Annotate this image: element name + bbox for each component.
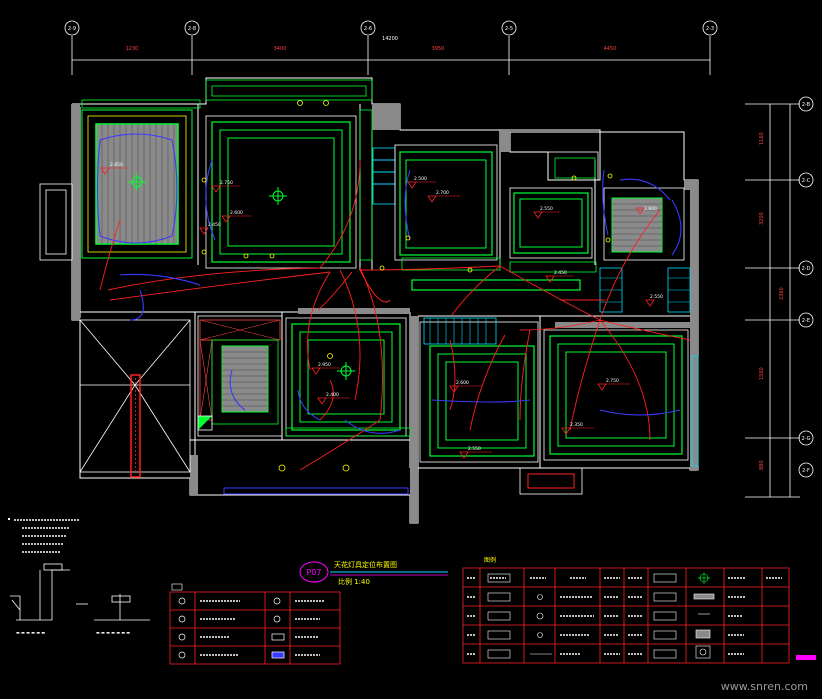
axis-label-top: 2-5 (505, 26, 513, 32)
height-label: 2.350 (570, 422, 583, 428)
right-dimensions: 1160 3200 2360 1560 880 (759, 132, 785, 470)
axis-label-right: 2-G (801, 436, 810, 442)
height-marker: 2.450 (545, 270, 574, 283)
right-axis-system (745, 96, 814, 498)
legend-left-text (200, 600, 325, 656)
watermark: www.snren.com (721, 680, 808, 693)
axis-label-top: 2-3 (706, 26, 714, 32)
height-marker: 2.550 (459, 446, 492, 459)
detail-sketches: ▬ ▬ ▬ ▬ ▬ ▬ ▬ ▬ ▬ ▬ ▬ ▬ ▬ (10, 563, 150, 635)
height-label: 2.600 (456, 380, 469, 386)
height-markers: 2.650 2.750 2.600 2.450 2.500 2.700 (100, 162, 663, 459)
height-label: 2.750 (606, 378, 619, 384)
height-marker: 2.750 (597, 378, 630, 391)
downlight-icons (201, 100, 613, 472)
axis-label-right: 2-E (802, 318, 810, 324)
dimension-text: 2360 (779, 287, 785, 300)
chandelier-icon (337, 362, 355, 380)
height-marker: 2.600 (449, 380, 482, 393)
height-label: 2.700 (436, 190, 449, 196)
axis-label-right: 2-F (802, 468, 810, 474)
dimension-text: 1230 (126, 46, 139, 52)
height-marker: 2.400 (317, 392, 350, 405)
corridor (411, 261, 597, 291)
height-label: 2.600 (230, 210, 243, 216)
room-bedroom-3 (509, 151, 599, 259)
right-axis-labels: 2-B 2-C 2-D 2-E 2-G 2-F (801, 102, 810, 474)
wiring-blue (96, 133, 682, 434)
axis-label-right: 2-D (802, 266, 811, 272)
dimension-text: 4450 (604, 46, 617, 52)
height-marker: 2.600 (221, 210, 252, 223)
height-label: 2.400 (326, 392, 339, 398)
height-label: 2.750 (220, 180, 233, 186)
chandelier-icon (128, 173, 146, 191)
drawing-number: P07 (306, 568, 321, 577)
closet-area (359, 109, 396, 261)
room-bathroom (599, 187, 691, 313)
height-marker: 2.450 (199, 222, 221, 235)
height-label: 2.450 (208, 222, 221, 228)
axis-label-right: 2-C (802, 178, 811, 184)
height-marker: 2.550 (533, 206, 560, 219)
heater-element (130, 374, 141, 478)
green-marker (198, 416, 212, 430)
height-label: 2.550 (468, 446, 481, 452)
legend-left-heading (171, 583, 183, 591)
room-kitchen (197, 315, 283, 437)
title-block: P07 天花灯具定位布置图 比例 1:40 (299, 560, 448, 586)
top-axis-labels: 2-9 2-8 2-6 2-5 2-3 (68, 26, 714, 32)
height-marker: 2.800 (635, 206, 657, 215)
height-label: 2.550 (650, 294, 663, 300)
dimension-text: 3200 (759, 212, 765, 225)
room-master-bedroom (205, 79, 373, 269)
notes-block (8, 518, 80, 553)
dimension-text: 1160 (759, 132, 765, 145)
stamp (796, 655, 816, 660)
height-marker: 2.550 (645, 294, 663, 307)
dimension-total: 14200 (382, 36, 398, 42)
svg-text:▬ ▬ ▬ ▬ ▬ ▬ ▬: ▬ ▬ ▬ ▬ ▬ ▬ ▬ (96, 630, 130, 635)
legend-table-right (462, 567, 790, 664)
room-bedroom-2 (394, 144, 501, 271)
left-exterior (39, 183, 191, 473)
top-axis-system (64, 20, 718, 75)
legend-right-text (467, 577, 782, 655)
height-label: 2.950 (318, 362, 331, 368)
height-marker: 2.350 (561, 422, 594, 435)
chandelier-icon (269, 187, 287, 205)
dimension-text: 3400 (274, 46, 287, 52)
room-dining (223, 317, 411, 495)
drawing-scale: 比例 1:40 (338, 577, 370, 586)
room-living (419, 317, 539, 463)
axis-label-top: 2-8 (188, 26, 196, 32)
dimension-text: 1560 (759, 367, 765, 380)
height-label: 2.800 (644, 206, 657, 212)
axis-label-top: 2-6 (364, 26, 372, 32)
height-marker: 2.500 (407, 176, 436, 189)
drawing-title: 天花灯具定位布置图 (334, 560, 397, 569)
height-marker: 2.950 (311, 362, 340, 375)
legend-left-symbols (178, 597, 285, 659)
kitchen-grille (222, 351, 268, 407)
axis-label-top: 2-9 (68, 26, 76, 32)
height-marker: 2.750 (211, 180, 240, 193)
legend-right-cells (487, 572, 715, 659)
dimension-text: 3950 (432, 46, 445, 52)
room-lounge (519, 329, 699, 495)
dimension-text: 880 (759, 460, 765, 470)
legend-heading: 图例 (484, 556, 496, 564)
height-label: 2.450 (554, 270, 567, 276)
legend-table-left (169, 591, 341, 665)
wiring-red (99, 159, 691, 471)
top-dimensions: 1230 3400 3950 4450 14200 (126, 36, 617, 52)
axis-label-right: 2-B (802, 102, 811, 108)
height-label: 2.650 (110, 162, 123, 168)
height-label: 2.550 (540, 206, 553, 212)
svg-text:▬ ▬ ▬ ▬ ▬ ▬: ▬ ▬ ▬ ▬ ▬ ▬ (16, 630, 45, 635)
height-marker: 2.700 (427, 190, 460, 203)
height-marker: 2.650 (100, 162, 128, 175)
height-label: 2.500 (414, 176, 427, 182)
